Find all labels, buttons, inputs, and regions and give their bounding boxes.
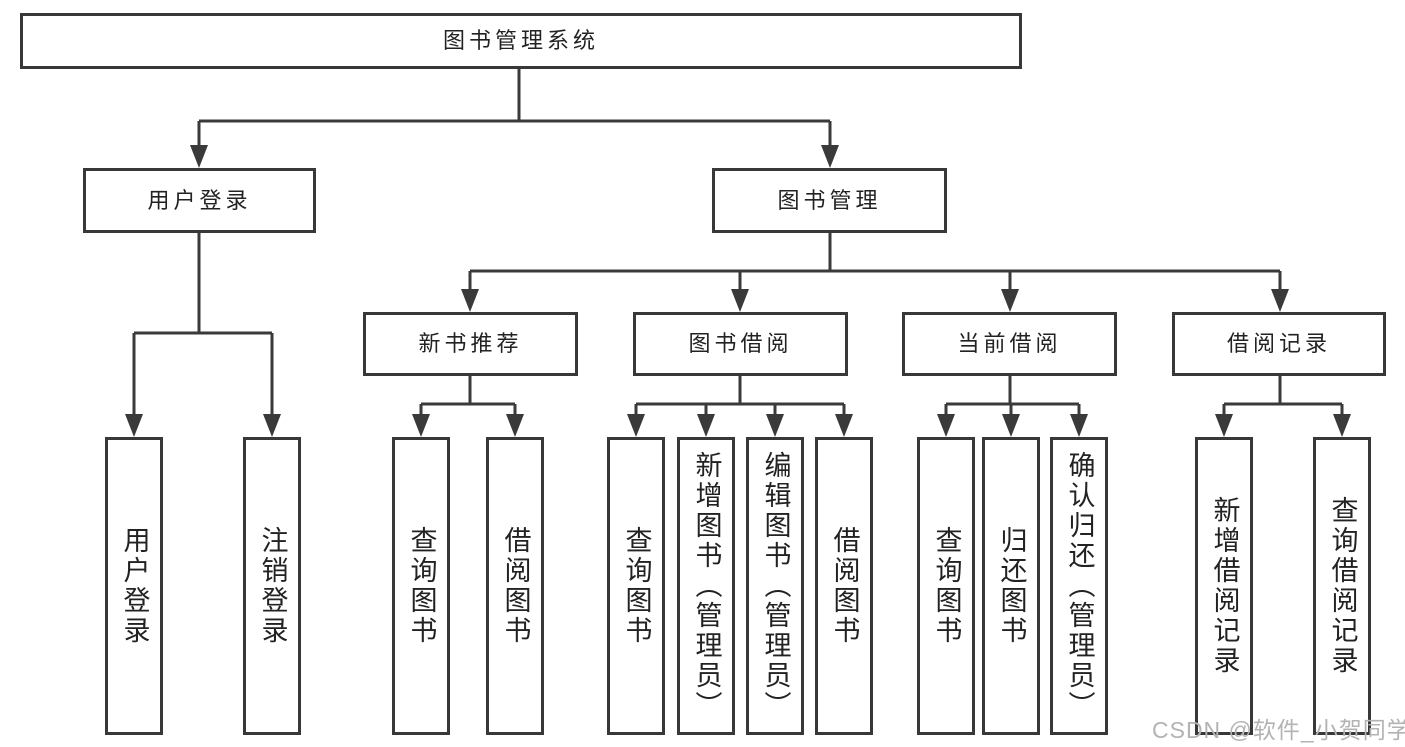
node-library-management-system: 图书管理系统 (20, 13, 1022, 69)
leaf-borrow-books-recommend: 借阅图书 (486, 437, 544, 735)
arrowhead (263, 414, 281, 437)
arrowhead (190, 145, 208, 168)
node-current-borrowing: 当前借阅 (902, 312, 1117, 376)
arrowhead (627, 414, 645, 437)
leaf-query-borrow-record: 查询借阅记录 (1313, 437, 1371, 735)
node-book-borrowing: 图书借阅 (633, 312, 848, 376)
arrowhead (731, 289, 749, 312)
leaf-label: 查询借阅记录 (1327, 496, 1358, 676)
leaf-query-books-recommend: 查询图书 (392, 437, 450, 735)
leaf-label: 确认归还（管理员） (1064, 451, 1095, 721)
leaf-label: 查询图书 (621, 526, 652, 646)
arrowhead (1271, 289, 1289, 312)
node-label: 借阅记录 (1226, 331, 1331, 356)
arrowhead (125, 414, 143, 437)
node-label: 当前借阅 (957, 331, 1062, 356)
leaf-label: 新增图书（管理员） (691, 451, 722, 721)
node-label: 用户登录 (147, 187, 252, 213)
leaf-label: 编辑图书（管理员） (760, 451, 791, 721)
node-label: 新书推荐 (418, 331, 523, 356)
leaf-add-borrow-record: 新增借阅记录 (1195, 437, 1253, 735)
node-borrowing-records: 借阅记录 (1172, 312, 1386, 376)
arrowhead (766, 414, 784, 437)
leaf-label: 新增借阅记录 (1209, 496, 1240, 676)
leaf-edit-books-admin: 编辑图书（管理员） (746, 437, 804, 735)
leaf-label: 借阅图书 (829, 526, 860, 646)
arrowhead (1070, 414, 1088, 437)
node-user-login-branch: 用户登录 (83, 168, 316, 233)
arrowhead (1215, 414, 1233, 437)
leaf-label: 注销登录 (257, 526, 288, 646)
leaf-borrow-books: 借阅图书 (815, 437, 873, 735)
arrowhead (1001, 289, 1019, 312)
arrowhead (412, 414, 430, 437)
leaf-label: 查询图书 (406, 526, 437, 646)
arrowhead (835, 414, 853, 437)
arrowhead (1333, 414, 1351, 437)
leaf-label: 用户登录 (119, 526, 150, 646)
arrowhead (697, 414, 715, 437)
arrowhead (506, 414, 524, 437)
leaf-query-books-borrowing: 查询图书 (607, 437, 665, 735)
node-label: 图书管理 (777, 187, 882, 213)
leaf-user-login: 用户登录 (105, 437, 163, 735)
leaf-query-books-current: 查询图书 (917, 437, 975, 735)
leaf-label: 查询图书 (931, 526, 962, 646)
node-label: 图书管理系统 (442, 28, 599, 53)
leaf-label: 借阅图书 (500, 526, 531, 646)
node-new-book-recommendation: 新书推荐 (363, 312, 578, 376)
leaf-logout: 注销登录 (243, 437, 301, 735)
arrowhead (821, 145, 839, 168)
arrowhead (937, 414, 955, 437)
node-label: 图书借阅 (688, 331, 793, 356)
node-book-management-branch: 图书管理 (712, 168, 947, 233)
arrowhead (1002, 414, 1020, 437)
leaf-return-books: 归还图书 (982, 437, 1040, 735)
leaf-add-books-admin: 新增图书（管理员） (677, 437, 735, 735)
arrowhead (461, 289, 479, 312)
leaf-label: 归还图书 (996, 526, 1027, 646)
leaf-confirm-return-admin: 确认归还（管理员） (1050, 437, 1108, 735)
csdn-watermark: CSDN @软件_小贺同学 (1152, 717, 1405, 743)
